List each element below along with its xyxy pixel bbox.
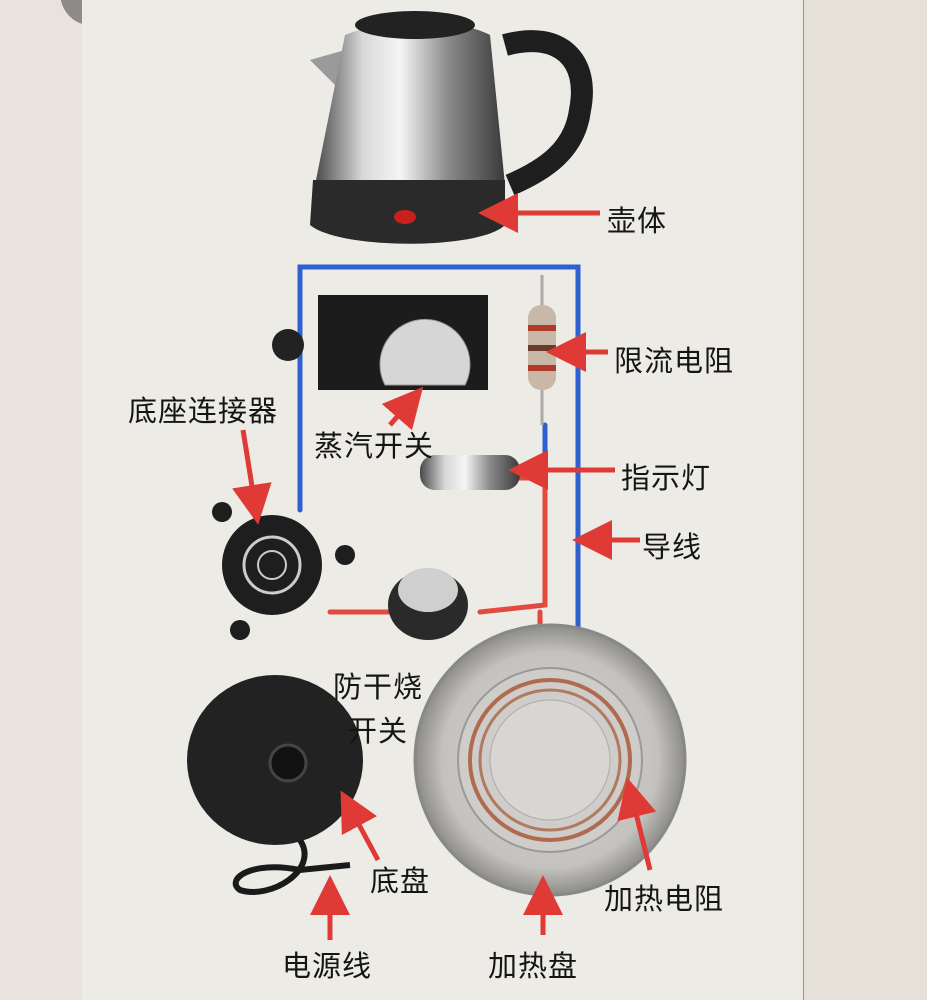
label-heating-plate: 加热盘 [488, 949, 579, 983]
base-connector [212, 502, 355, 640]
label-power-cord: 电源线 [282, 949, 373, 983]
label-base-plate: 底盘 [370, 864, 431, 898]
base-plate [187, 675, 363, 895]
label-arrows [232, 193, 657, 940]
label-kettle-body: 壶体 [607, 204, 668, 238]
steam-switch [272, 295, 488, 390]
kettle [310, 11, 593, 244]
current-limiting-resistor [528, 275, 556, 425]
label-wire: 导线 [642, 530, 703, 564]
dry-burn-switch [388, 568, 468, 640]
label-steam-switch: 蒸汽开关 [314, 429, 435, 463]
label-dry-burn-switch-1: 防干烧 [333, 670, 424, 704]
left-margin [0, 0, 82, 1000]
label-base-connector: 底座连接器 [128, 394, 279, 428]
label-heating-resistor: 加热电阻 [604, 882, 725, 916]
indicator-light [420, 455, 520, 490]
label-indicator-light: 指示灯 [621, 461, 712, 495]
label-dry-burn-switch-2: 开关 [348, 714, 409, 748]
label-current-limiting-resistor: 限流电阻 [614, 344, 735, 378]
